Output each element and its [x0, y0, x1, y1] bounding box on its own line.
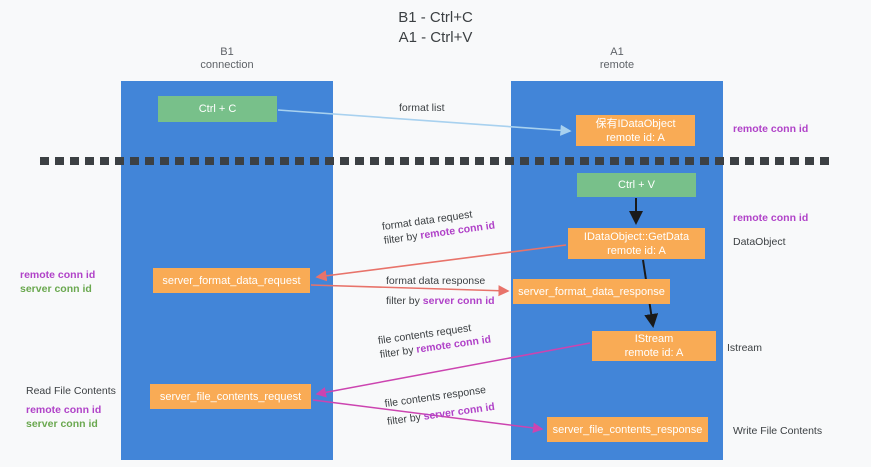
box-istream[interactable]: IStream remote id: A — [592, 331, 716, 361]
box-idataobject-getdata[interactable]: IDataObject::GetData remote id: A — [568, 228, 705, 259]
phase-divider-dashed-line — [40, 157, 835, 165]
flow-label-format-data-request: format data request filter by remote con… — [381, 205, 496, 248]
filter-prefix: filter by — [383, 229, 422, 247]
filter-prefix: filter by — [386, 295, 423, 307]
column-header-a1: A1 remote — [599, 46, 635, 71]
annotation-server-conn-id: server conn id — [26, 418, 98, 430]
annotation-server-conn-id: server conn id — [20, 283, 92, 295]
annotation-remote-conn-id: remote conn id — [733, 212, 809, 224]
flow-label-file-contents-response: file contents response filter by server … — [384, 382, 496, 429]
flow-label-format-data-response-filter: filter by server conn id — [386, 294, 495, 308]
box-server-format-data-response[interactable]: server_format_data_response — [513, 279, 670, 304]
flow-label-format-data-response-line1: format data response — [386, 275, 486, 287]
box-server-file-contents-request[interactable]: server_file_contents_request — [150, 384, 311, 409]
annotation-read-file-contents: Read File Contents — [26, 385, 116, 397]
box-ctrl-c[interactable]: Ctrl + C — [158, 96, 277, 122]
annotation-remote-conn-id: remote conn id — [733, 123, 809, 135]
filter-value-server-conn-id: server conn id — [422, 295, 495, 307]
annotation-right-dataobject: remote conn id DataObject — [733, 211, 808, 249]
filter-prefix: filter by — [386, 410, 425, 428]
flow-label-format-list: format list — [399, 101, 445, 115]
annotation-write-file-contents: Write File Contents — [733, 425, 823, 437]
flow-label-format-list-line1: format list — [399, 102, 445, 114]
annotation-right-top: remote conn id — [733, 122, 808, 136]
annotation-remote-conn-id: remote conn id — [26, 404, 102, 416]
filter-prefix: filter by — [379, 343, 418, 361]
diagram-title: B1 - Ctrl+C A1 - Ctrl+V — [398, 9, 473, 46]
flow-label-format-data-response: format data response filter by server co… — [386, 274, 495, 308]
annotation-remote-conn-id: remote conn id — [20, 269, 96, 281]
annotation-left-read-file-contents: Read File Contents remote conn id server… — [26, 384, 116, 431]
box-server-format-data-request[interactable]: server_format_data_request — [153, 268, 310, 293]
box-ctrl-v[interactable]: Ctrl + V — [577, 173, 696, 197]
annotation-dataobject-label: DataObject — [733, 236, 786, 248]
annotation-istream-label: Istream — [727, 342, 763, 354]
column-header-b1: B1 connection — [200, 46, 254, 71]
box-server-file-contents-response[interactable]: server_file_contents_response — [547, 417, 708, 442]
flow-label-file-contents-request: file contents request filter by remote c… — [377, 319, 492, 362]
box-hold-idataobject[interactable]: 保有IDataObject remote id: A — [576, 115, 695, 146]
annotation-left-conn-ids: remote conn id server conn id — [20, 268, 95, 296]
